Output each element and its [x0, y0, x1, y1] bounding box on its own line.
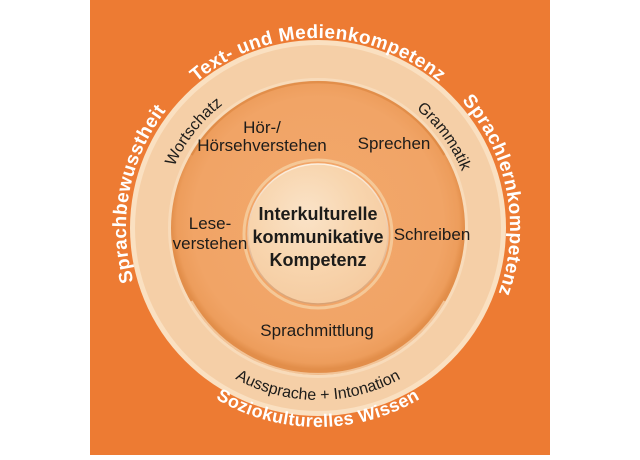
- center-circle: [247, 163, 389, 305]
- inner-label-lese-line2: verstehen: [173, 234, 248, 253]
- inner-label-hoer-line2: Hörsehverstehen: [197, 136, 326, 155]
- inner-label-sprachmittlung: Sprachmittlung: [260, 321, 373, 340]
- inner-disc-bottom-light: [190, 300, 446, 375]
- competence-model-diagram: Text- und Medienkompetenz Sprachlernkomp…: [110, 22, 526, 431]
- inner-label-sprechen: Sprechen: [358, 134, 431, 153]
- center-circle-halo: [242, 158, 394, 310]
- inner-label-lese-line1: Lese-: [189, 214, 232, 233]
- center-label-line1: Interkulturelle: [258, 204, 377, 224]
- orange-panel: Text- und Medienkompetenz Sprachlernkomp…: [90, 0, 550, 455]
- center-label-line3: Kompetenz: [269, 250, 366, 270]
- inner-label-hoer-line1: Hör-/: [243, 118, 281, 137]
- center-label-line2: kommunikative: [252, 227, 383, 247]
- inner-label-schreiben: Schreiben: [394, 225, 471, 244]
- inner-disc-top-shadow: [190, 80, 446, 156]
